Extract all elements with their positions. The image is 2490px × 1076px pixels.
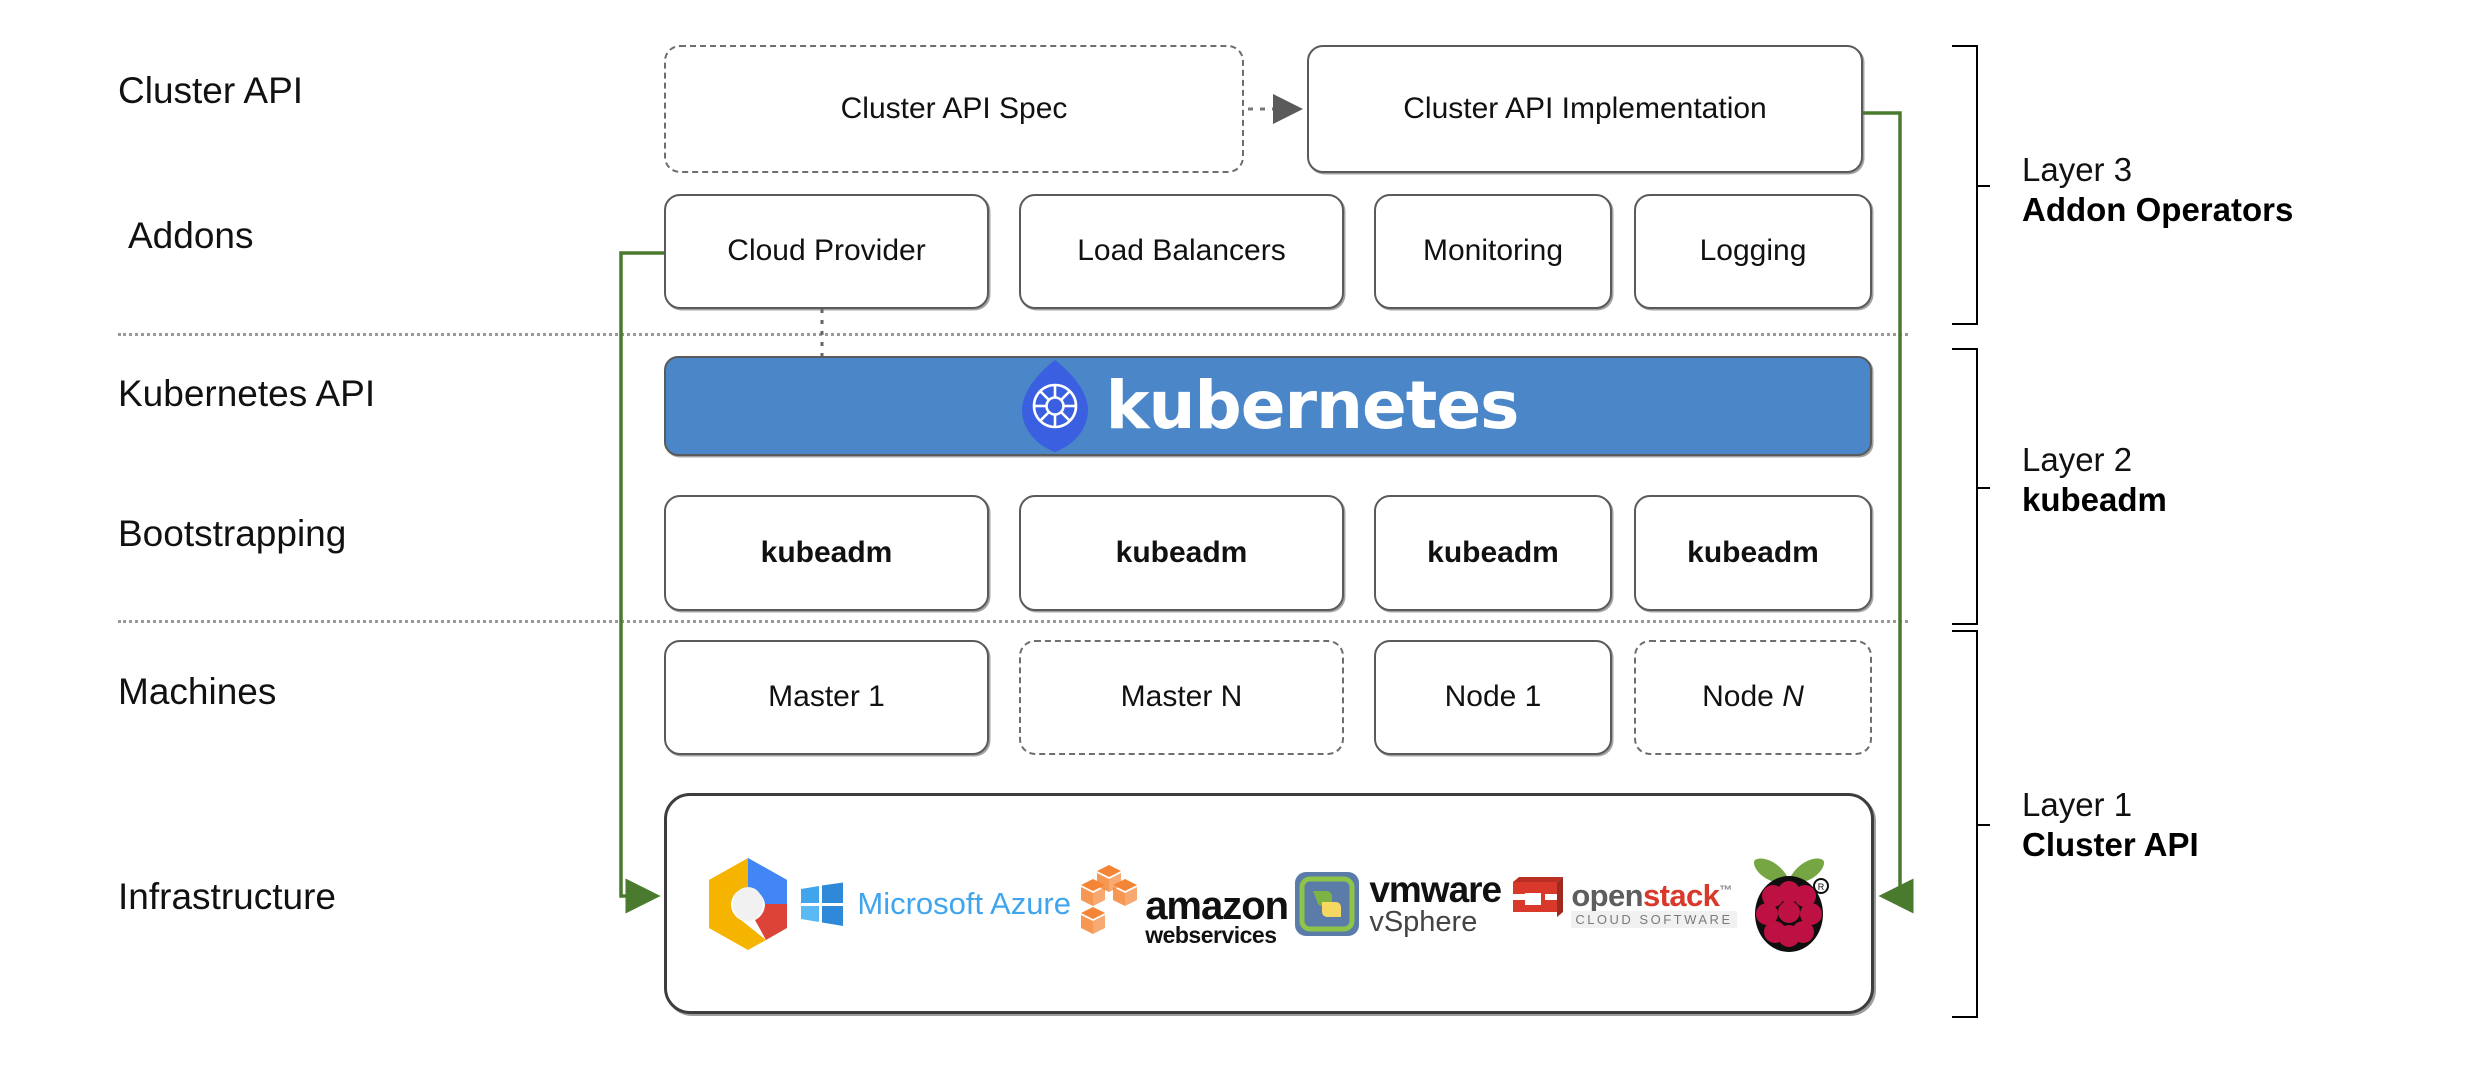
svg-text:R: R bbox=[1818, 882, 1825, 892]
machine-label-node-1: Node 1 bbox=[1444, 680, 1542, 714]
row-label-addons: Addons bbox=[128, 215, 254, 256]
machine-box-master-1[interactable]: Master 1 bbox=[664, 640, 989, 755]
layer-caption-1: Layer 1 Cluster API bbox=[2022, 785, 2199, 866]
machine-label-master-1: Master 1 bbox=[768, 680, 885, 714]
kubernetes-banner[interactable]: kubernetes bbox=[664, 356, 1872, 456]
bootstrap-box-3[interactable]: kubeadm bbox=[1374, 495, 1612, 611]
layer-caption-3: Layer 3 Addon Operators bbox=[2022, 150, 2293, 231]
addon-box-load-balancers[interactable]: Load Balancers bbox=[1019, 194, 1344, 309]
layer-separator-top bbox=[118, 333, 1908, 336]
addon-box-monitoring[interactable]: Monitoring bbox=[1374, 194, 1612, 309]
row-label-bootstrapping: Bootstrapping bbox=[118, 513, 347, 554]
google-cloud-platform-icon[interactable]: Google Cloud Platform bbox=[703, 854, 793, 954]
addon-label-load-balancers: Load Balancers bbox=[1077, 234, 1286, 268]
machine-box-node-n[interactable]: Node N bbox=[1634, 640, 1872, 755]
bootstrap-box-2[interactable]: kubeadm bbox=[1019, 495, 1344, 611]
bracket-layer-1 bbox=[1952, 630, 1990, 1018]
bracket-nub-layer-1 bbox=[1976, 824, 1990, 826]
row-label-machines: Machines bbox=[118, 671, 277, 712]
addon-label-monitoring: Monitoring bbox=[1422, 234, 1564, 268]
aws-wordmark-webservices: webservices bbox=[1145, 921, 1277, 948]
row-label-infrastructure: Infrastructure bbox=[118, 876, 336, 917]
layer-caption-2: Layer 2 kubeadm bbox=[2022, 440, 2167, 521]
bootstrap-label-4: kubeadm bbox=[1687, 535, 1819, 569]
bootstrap-box-4[interactable]: kubeadm bbox=[1634, 495, 1872, 611]
provider-logo-strip: Google Cloud Platform Microsoft Azure bbox=[667, 796, 1871, 1011]
layer-3-name: Addon Operators bbox=[2022, 191, 2294, 229]
row-label-cluster-api: Cluster API bbox=[118, 70, 304, 111]
cluster-api-spec-box[interactable]: Cluster API Spec bbox=[664, 45, 1244, 173]
vmware-vsphere-icon[interactable]: vmware vSphere bbox=[1294, 868, 1502, 938]
kubernetes-helm-icon bbox=[1018, 358, 1092, 454]
layer-2-number: Layer 2 bbox=[2022, 441, 2133, 478]
layer-1-name: Cluster API bbox=[2022, 826, 2199, 864]
openstack-tagline: CLOUD SOFTWARE bbox=[1571, 910, 1737, 928]
layer-1-number: Layer 1 bbox=[2022, 786, 2133, 823]
microsoft-azure-wordmark: Microsoft Azure bbox=[857, 885, 1071, 921]
row-label-kubernetes-api: Kubernetes API bbox=[118, 373, 376, 414]
layer-separator-bottom bbox=[118, 620, 1908, 623]
bootstrap-label-2: kubeadm bbox=[1115, 535, 1248, 569]
vsphere-wordmark: vSphere bbox=[1369, 905, 1478, 938]
openstack-icon[interactable]: openstack™ CLOUD SOFTWARE bbox=[1507, 874, 1737, 934]
cluster-api-implementation-label: Cluster API Implementation bbox=[1403, 91, 1767, 125]
raspberry-pi-icon[interactable]: R Raspberry Pi bbox=[1743, 852, 1835, 956]
bracket-layer-2 bbox=[1952, 348, 1990, 625]
bootstrap-box-1[interactable]: kubeadm bbox=[664, 495, 989, 611]
layer-2-name: kubeadm bbox=[2022, 481, 2167, 519]
infrastructure-box[interactable]: Google Cloud Platform Microsoft Azure bbox=[664, 793, 1874, 1014]
bracket-layer-3 bbox=[1952, 45, 1990, 325]
machine-label-node-n: Node N bbox=[1702, 680, 1804, 714]
openstack-tm-mark: ™ bbox=[1719, 882, 1732, 898]
machine-box-node-1[interactable]: Node 1 bbox=[1374, 640, 1612, 755]
bracket-nub-layer-2 bbox=[1976, 486, 1990, 489]
openstack-wordmark-stack: stack bbox=[1642, 877, 1720, 913]
bootstrap-label-1: kubeadm bbox=[760, 535, 893, 569]
layer-3-number: Layer 3 bbox=[2022, 151, 2133, 188]
addon-label-cloud-provider: Cloud Provider bbox=[727, 234, 926, 268]
addon-label-logging: Logging bbox=[1699, 234, 1807, 268]
addon-box-logging[interactable]: Logging bbox=[1634, 194, 1872, 309]
openstack-wordmark-open: open bbox=[1571, 877, 1643, 913]
cluster-api-spec-label: Cluster API Spec bbox=[840, 91, 1068, 125]
microsoft-azure-icon[interactable]: Microsoft Azure bbox=[799, 881, 1071, 927]
bracket-nub-layer-3 bbox=[1976, 185, 1990, 187]
kubernetes-wordmark: kubernetes bbox=[1105, 367, 1520, 444]
cluster-api-implementation-box[interactable]: Cluster API Implementation bbox=[1307, 45, 1863, 173]
bootstrap-label-3: kubeadm bbox=[1427, 535, 1559, 569]
vmware-wordmark: vmware bbox=[1369, 868, 1502, 910]
machine-label-master-n: Master N bbox=[1120, 680, 1243, 714]
aws-wordmark-amazon: amazon bbox=[1145, 883, 1289, 928]
connector-cloud-provider-to-infrastructure bbox=[619, 251, 664, 914]
machine-box-master-n[interactable]: Master N bbox=[1019, 640, 1344, 755]
addon-box-cloud-provider[interactable]: Cloud Provider bbox=[664, 194, 989, 309]
amazon-web-services-icon[interactable]: amazon webservices bbox=[1077, 861, 1289, 948]
